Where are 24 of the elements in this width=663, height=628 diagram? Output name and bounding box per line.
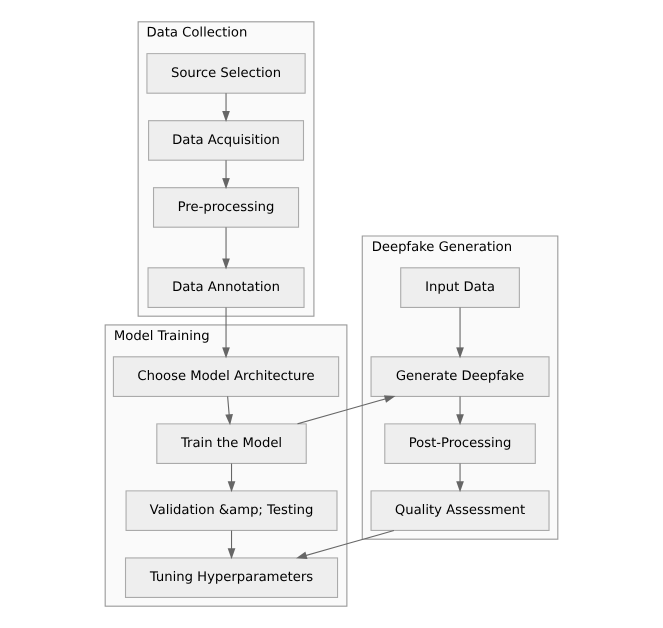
arrow [222, 308, 230, 358]
arrow [222, 93, 230, 122]
node-box: Source Selection [146, 53, 306, 94]
arrow [228, 464, 236, 492]
node-box: Validation &amp; Testing [126, 490, 338, 531]
arrow [456, 308, 464, 358]
node-box: Input Data [400, 267, 520, 308]
node-box: Choose Model Architecture [112, 356, 340, 397]
node-box: Post-Processing [384, 423, 536, 464]
node-box: Train the Model [156, 423, 307, 464]
arrow [222, 160, 230, 190]
arrow [456, 396, 464, 426]
arrow [222, 227, 230, 270]
arrow [225, 396, 233, 426]
arrow [296, 530, 394, 560]
node-box: Data Acquisition [148, 120, 304, 161]
node-box: Quality Assessment [370, 490, 550, 531]
node-box: Generate Deepfake [370, 356, 550, 397]
arrow [297, 395, 396, 424]
node-box: Pre-processing [152, 187, 300, 228]
arrow [228, 530, 236, 560]
node-box: Tuning Hyperparameters [124, 557, 338, 598]
node-box: Data Annotation [147, 267, 305, 308]
arrow [456, 464, 464, 492]
